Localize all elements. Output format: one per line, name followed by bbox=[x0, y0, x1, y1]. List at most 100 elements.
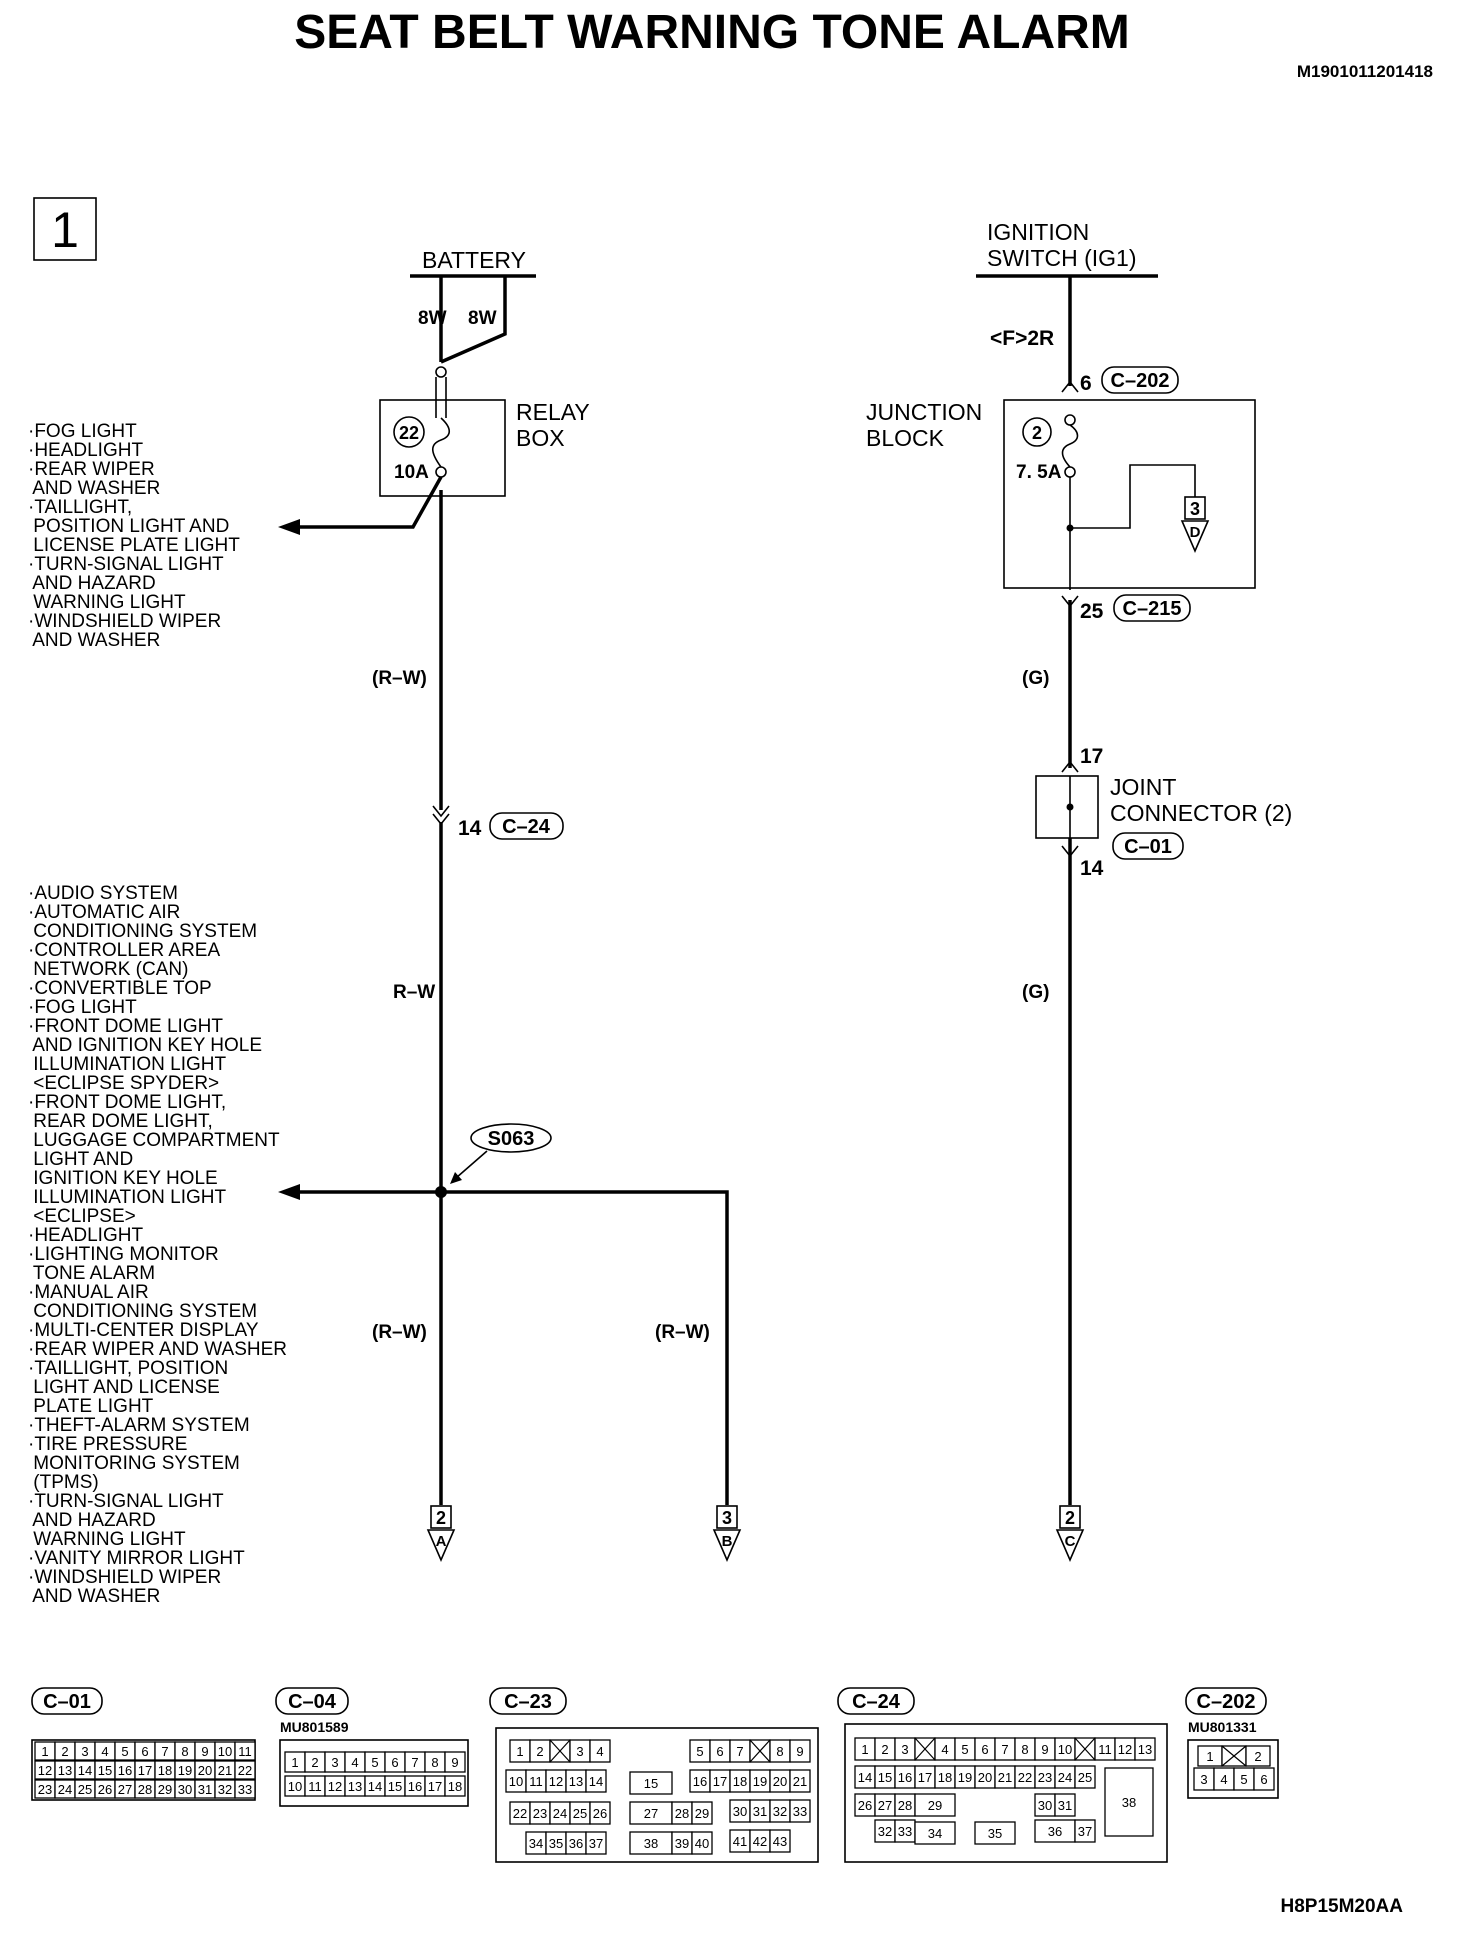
battery-wire-b bbox=[440, 276, 507, 364]
splice-circuit-item: TONE ALARM bbox=[28, 1263, 155, 1284]
connector-pin: 27 bbox=[118, 1782, 132, 1797]
connector-part-number: MU801589 bbox=[280, 1719, 349, 1735]
connector-pin: 23 bbox=[533, 1806, 547, 1821]
connector-pin: 42 bbox=[753, 1834, 767, 1849]
connector-pin: 9 bbox=[796, 1744, 803, 1759]
relay-circuits-list: ·FOG LIGHT ·HEADLIGHT ·REAR WIPER AND WA… bbox=[28, 421, 240, 651]
connector-pin: 2 bbox=[311, 1755, 318, 1770]
connector-pin: 23 bbox=[38, 1782, 52, 1797]
splice-circuit-item: ·FRONT DOME LIGHT bbox=[28, 1016, 223, 1037]
connector-pin: 20 bbox=[773, 1774, 787, 1789]
connector-pin: 13 bbox=[58, 1763, 72, 1778]
connector-view-tag bbox=[1185, 1687, 1267, 1715]
c215-connector-name: C–215 bbox=[1123, 598, 1182, 620]
c215-connector-tag bbox=[1113, 594, 1191, 622]
connector-pin: 7 bbox=[1001, 1742, 1008, 1757]
connector-view-name: C–202 bbox=[1197, 1691, 1256, 1713]
splice-circuit-item: CONDITIONING SYSTEM bbox=[28, 1301, 257, 1322]
connector-pin: 35 bbox=[988, 1826, 1002, 1841]
relay-fuse-amp: 10A bbox=[394, 462, 429, 483]
c24-pin: 14 bbox=[458, 817, 482, 840]
c202-connector-mark bbox=[1061, 380, 1079, 393]
connector-pin: 2 bbox=[61, 1744, 68, 1759]
connector-pin: 13 bbox=[348, 1779, 362, 1794]
connector-pin: 33 bbox=[898, 1824, 912, 1839]
continuation-a-page-box bbox=[430, 1505, 452, 1529]
wire-color-rw-1: (R–W) bbox=[372, 668, 427, 689]
document-id: M1901011201418 bbox=[1297, 62, 1433, 81]
connector-pin-blank bbox=[1221, 1745, 1247, 1767]
splice-circuit-item: AND HAZARD bbox=[28, 1510, 156, 1531]
splice-circuit-item: <ECLIPSE> bbox=[28, 1206, 136, 1227]
connector-pin-blank bbox=[1074, 1737, 1096, 1761]
connector-pin: 30 bbox=[178, 1782, 192, 1797]
connector-pin: 5 bbox=[1240, 1772, 1247, 1787]
connector-pin: 32 bbox=[878, 1824, 892, 1839]
connector-pin-cell bbox=[585, 1831, 607, 1855]
connector-pin-cell bbox=[769, 1829, 791, 1853]
jb-ref-page: 3 bbox=[1190, 499, 1200, 519]
continuation-c-page: 2 bbox=[1065, 1508, 1075, 1528]
connector-pin: 25 bbox=[573, 1806, 587, 1821]
continuation-b-page: 3 bbox=[722, 1508, 732, 1528]
connector-pin: 2 bbox=[536, 1744, 543, 1759]
c202-connector-name: C–202 bbox=[1111, 370, 1170, 392]
splice-pointer bbox=[455, 1150, 488, 1179]
junction-block-label-2: BLOCK bbox=[866, 425, 945, 451]
splice-circuit-item: ·AUDIO SYSTEM bbox=[28, 883, 178, 904]
relay-fuse-number-ring bbox=[393, 416, 425, 448]
splice-circuit-item: REAR DOME LIGHT, bbox=[28, 1111, 213, 1132]
connector-pin: 15 bbox=[98, 1763, 112, 1778]
connector-pin: 33 bbox=[238, 1782, 252, 1797]
splice-circuit-item: ILLUMINATION LIGHT bbox=[28, 1054, 227, 1075]
connector-pin: 15 bbox=[388, 1779, 402, 1794]
connector-pin: 29 bbox=[928, 1798, 942, 1813]
splice-circuit-item: ·REAR WIPER AND WASHER bbox=[28, 1339, 287, 1360]
connector-pin: 31 bbox=[1058, 1798, 1072, 1813]
ignition-wire-color: <F>2R bbox=[990, 327, 1054, 350]
continuation-c-letter: C bbox=[1065, 1533, 1076, 1550]
connector-pin: 3 bbox=[1200, 1772, 1207, 1787]
splice-circuit-item: ·LIGHTING MONITOR bbox=[28, 1244, 219, 1265]
connector-pin-cell bbox=[1245, 1745, 1271, 1767]
connector-pin: 12 bbox=[328, 1779, 342, 1794]
connector-pin: 22 bbox=[513, 1806, 527, 1821]
connector-pin: 1 bbox=[41, 1744, 48, 1759]
joint-in-pin: 17 bbox=[1080, 745, 1103, 768]
relay-fuse-terminal-top bbox=[435, 366, 447, 378]
connector-pin: 28 bbox=[898, 1798, 912, 1813]
connector-pin-cell bbox=[691, 1801, 713, 1825]
jb-ref-arrow bbox=[1180, 520, 1210, 554]
connector-pin: 25 bbox=[1078, 1770, 1092, 1785]
connector-pin: 32 bbox=[218, 1782, 232, 1797]
relay-circuit-item: LICENSE PLATE LIGHT bbox=[28, 535, 240, 556]
connector-pin: 28 bbox=[138, 1782, 152, 1797]
splice-circuit-item: ·WINDSHIELD WIPER bbox=[28, 1567, 221, 1588]
connector-pin: 30 bbox=[733, 1804, 747, 1819]
continuation-c-page-box bbox=[1059, 1505, 1081, 1529]
connector-pin: 10 bbox=[509, 1774, 523, 1789]
c01-connector-tag bbox=[1112, 832, 1184, 860]
splice-circuit-item: AND WASHER bbox=[28, 1586, 160, 1607]
connector-pin: 18 bbox=[448, 1779, 462, 1794]
jb-fuse-element bbox=[1061, 424, 1079, 468]
connector-pin: 4 bbox=[351, 1755, 358, 1770]
connector-pin-cell bbox=[789, 1769, 811, 1793]
connector-pin-cell bbox=[914, 1793, 956, 1817]
continuation-a-page: 2 bbox=[436, 1508, 446, 1528]
joint-out-pin: 14 bbox=[1080, 857, 1104, 880]
connector-housing bbox=[279, 1739, 469, 1807]
splice-circuit-item: MONITORING SYSTEM bbox=[28, 1453, 240, 1474]
connector-pin: 6 bbox=[391, 1755, 398, 1770]
connector-pin: 39 bbox=[675, 1836, 689, 1851]
connector-pin: 22 bbox=[238, 1763, 252, 1778]
connector-pin: 33 bbox=[793, 1804, 807, 1819]
connector-pin: 11 bbox=[529, 1774, 543, 1789]
connector-pin: 4 bbox=[596, 1744, 603, 1759]
connector-pin: 27 bbox=[878, 1798, 892, 1813]
connector-pin-cell bbox=[1074, 1765, 1096, 1789]
relay-box-label-1: RELAY bbox=[516, 399, 590, 425]
joint-label-1: JOINT bbox=[1110, 774, 1176, 800]
